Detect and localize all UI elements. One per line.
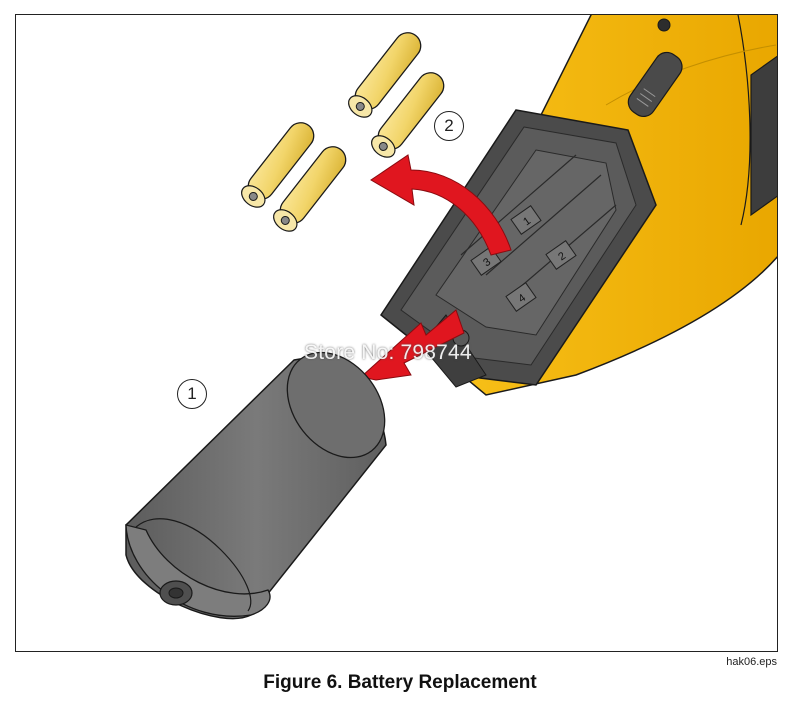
slot-label-2: 2 [545, 240, 577, 270]
figure-frame: 1 2 3 4 [15, 14, 778, 652]
battery-replacement-illustration: 1 2 3 4 [125, 15, 777, 620]
slot-label-1: 1 [510, 205, 542, 235]
svg-text:4: 4 [516, 292, 528, 305]
svg-text:3: 3 [481, 256, 493, 269]
battery-cover [125, 351, 387, 620]
battery-icon [348, 32, 422, 118]
svg-text:1: 1 [521, 215, 533, 228]
svg-text:2: 2 [556, 250, 568, 263]
remove-cover-arrow-icon [359, 309, 465, 381]
callout-1: 1 [177, 379, 207, 409]
callout-2: 2 [434, 111, 464, 141]
slot-label-4: 4 [505, 282, 537, 312]
batteries [241, 32, 445, 232]
figure-caption: Figure 6. Battery Replacement [263, 672, 537, 693]
tool-button-icon [627, 51, 683, 118]
battery-icon [273, 146, 347, 232]
file-id: hak06.eps [726, 656, 777, 668]
callout-1-label: 1 [187, 384, 197, 403]
watermark: Store No: 798744 [304, 341, 472, 364]
battery-icon [371, 72, 445, 158]
battery-icon [241, 122, 315, 208]
callout-2-label: 2 [444, 116, 454, 135]
remove-batteries-arrow-icon [370, 154, 512, 256]
